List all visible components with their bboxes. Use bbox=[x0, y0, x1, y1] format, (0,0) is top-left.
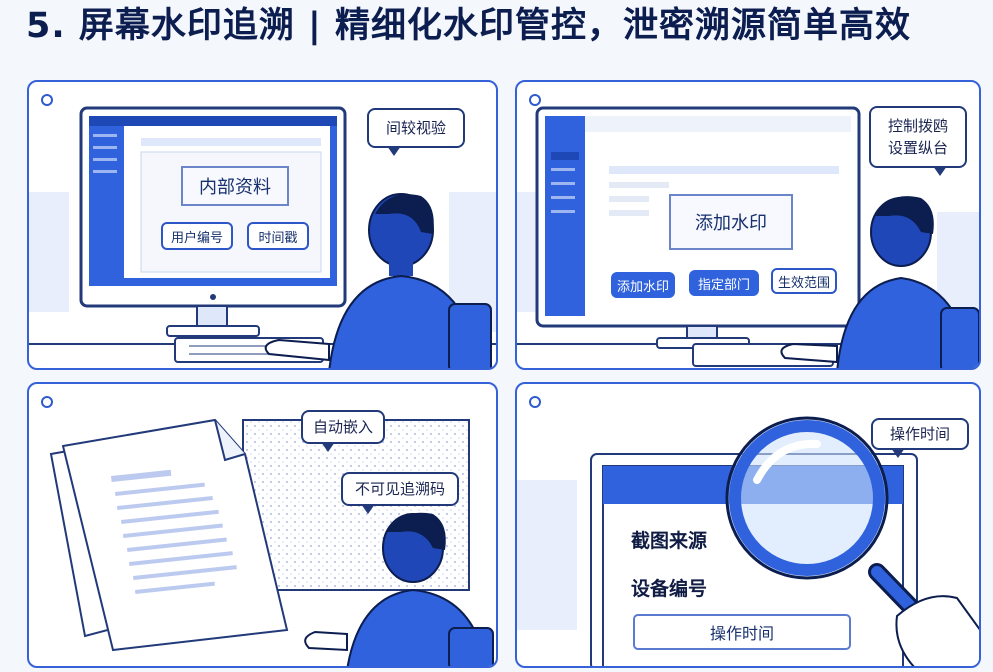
panel-marker-dot bbox=[529, 396, 541, 408]
speech-bubble: 间较视验 bbox=[367, 108, 465, 156]
add-watermark-button[interactable]: 添加水印 bbox=[611, 272, 675, 298]
device-id-label: 设备编号 bbox=[631, 578, 708, 600]
panel-marker-dot bbox=[41, 396, 53, 408]
panel-trace-inspection: 截图来源 设备编号 操作时间 操作时间 bbox=[515, 382, 981, 668]
operation-time-field: 操作时间 bbox=[633, 614, 851, 650]
panel-marker-dot bbox=[41, 94, 53, 106]
magnifier-illustration bbox=[517, 416, 979, 666]
add-watermark-preview: 添加水印 bbox=[669, 194, 793, 250]
panel-marker-dot bbox=[529, 94, 541, 106]
user-id-button[interactable]: 用户编号 bbox=[161, 222, 233, 250]
invisible-tracecode-bubble: 不可见追溯码 bbox=[341, 472, 459, 514]
effective-scope-button[interactable]: 生效范围 bbox=[771, 268, 837, 294]
internal-doc-label: 内部资料 bbox=[181, 166, 289, 206]
panel-watermark-control: 添加水印 添加水印 指定部门 生效范围 控制拨鸥 设置纵台 bbox=[515, 80, 981, 370]
document-illustration bbox=[49, 418, 494, 666]
page-title: 5. 屏幕水印追溯 | 精细化水印管控，泄密溯源简单高效 bbox=[26, 6, 911, 46]
auto-embed-bubble: 自动嵌入 bbox=[301, 410, 385, 452]
speech-bubble: 控制拨鸥 设置纵台 bbox=[869, 106, 967, 176]
timestamp-button[interactable]: 时间戳 bbox=[247, 222, 309, 250]
panel-screen-watermark: 内部资料 用户编号 时间戳 间较视验 bbox=[27, 80, 498, 370]
panel-invisible-tracecode: 自动嵌入 不可见追溯码 bbox=[27, 382, 498, 668]
screenshot-source-label: 截图来源 bbox=[631, 530, 708, 552]
assign-department-button[interactable]: 指定部门 bbox=[689, 270, 759, 296]
operation-time-bubble: 操作时间 bbox=[871, 418, 969, 458]
